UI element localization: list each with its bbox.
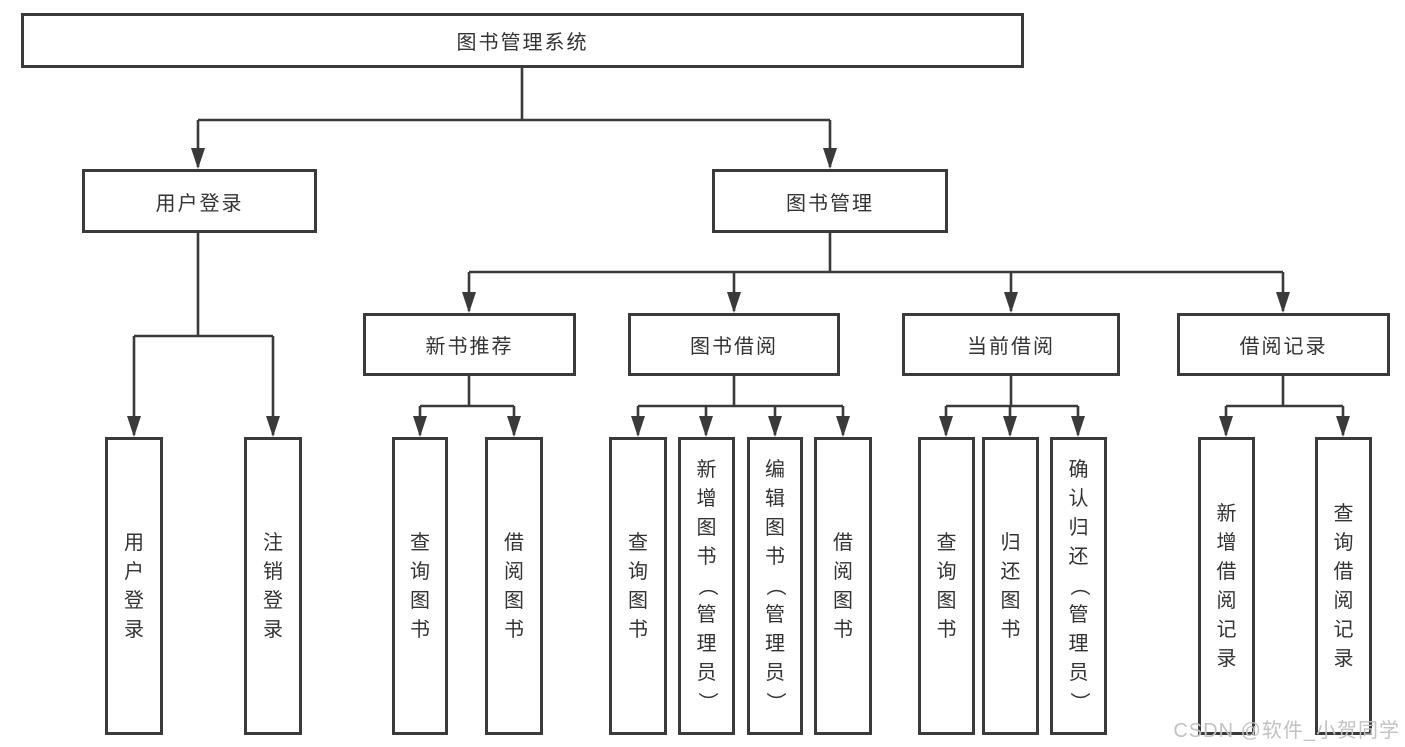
arrowhead [462,292,476,313]
node-label: 新书推荐 [425,336,514,358]
arrowhead [836,416,850,437]
leaf-query-books: 查询图书 [918,437,975,735]
connector-book-borrow [636,376,845,435]
arrowhead [699,416,713,437]
node-label: 用户登录 [155,192,244,215]
connector-new-book-recommend [418,376,516,435]
leaf-edit-book-admin: 编辑图书（管理员） [747,437,803,735]
arrowhead [507,416,521,437]
node-label: 图书管理系统 [456,32,589,54]
leaf-borrow-books: 借阅图书 [814,437,872,735]
node-new-book-recommend: 新书推荐 [363,313,576,376]
arrowhead [727,292,741,313]
leaf-query-borrow-record: 查询借阅记录 [1315,437,1372,735]
csdn-watermark: CSDN @软件_小贺同学 [1173,720,1400,742]
connector-book-management [467,233,1285,311]
leaf-return-books: 归还图书 [982,437,1039,735]
leaf-borrow-books: 借阅图书 [485,437,543,735]
node-user-login: 用户登录 [82,169,317,233]
arrowhead [631,416,645,437]
arrowhead [1276,292,1290,313]
leaf-logout: 注销登录 [244,437,302,735]
connector-user-login [132,233,275,435]
node-borrow-records: 借阅记录 [1177,313,1390,376]
node-label: 图书借阅 [690,336,778,358]
arrowhead [1336,416,1350,437]
arrowhead [823,148,837,169]
leaf-confirm-return-admin: 确认归还（管理员） [1050,437,1107,735]
arrowhead [266,416,280,437]
arrowhead [1004,292,1018,313]
leaf-add-book-admin: 新增图书（管理员） [678,437,735,735]
node-label: 当前借阅 [967,336,1055,358]
arrowhead [413,416,427,437]
connector-root [196,68,832,167]
leaf-query-books: 查询图书 [392,437,448,735]
leaf-add-borrow-record: 新增借阅记录 [1198,437,1255,735]
node-label: 借阅记录 [1239,336,1328,358]
node-library-management-system: 图书管理系统 [21,13,1024,68]
arrowhead [1219,416,1233,437]
connector-borrow-records [1224,376,1345,435]
arrowhead [127,416,141,437]
leaf-user-login: 用户登录 [105,437,163,735]
node-book-management: 图书管理 [712,169,948,233]
node-label: 图书管理 [786,192,874,215]
arrowhead [939,416,953,437]
node-current-borrow: 当前借阅 [902,313,1120,376]
arrowhead [1003,416,1017,437]
arrowhead [1071,416,1085,437]
arrowhead [191,148,205,169]
leaf-query-books: 查询图书 [609,437,667,735]
arrowhead [768,416,782,437]
node-book-borrow: 图书借阅 [628,313,840,376]
